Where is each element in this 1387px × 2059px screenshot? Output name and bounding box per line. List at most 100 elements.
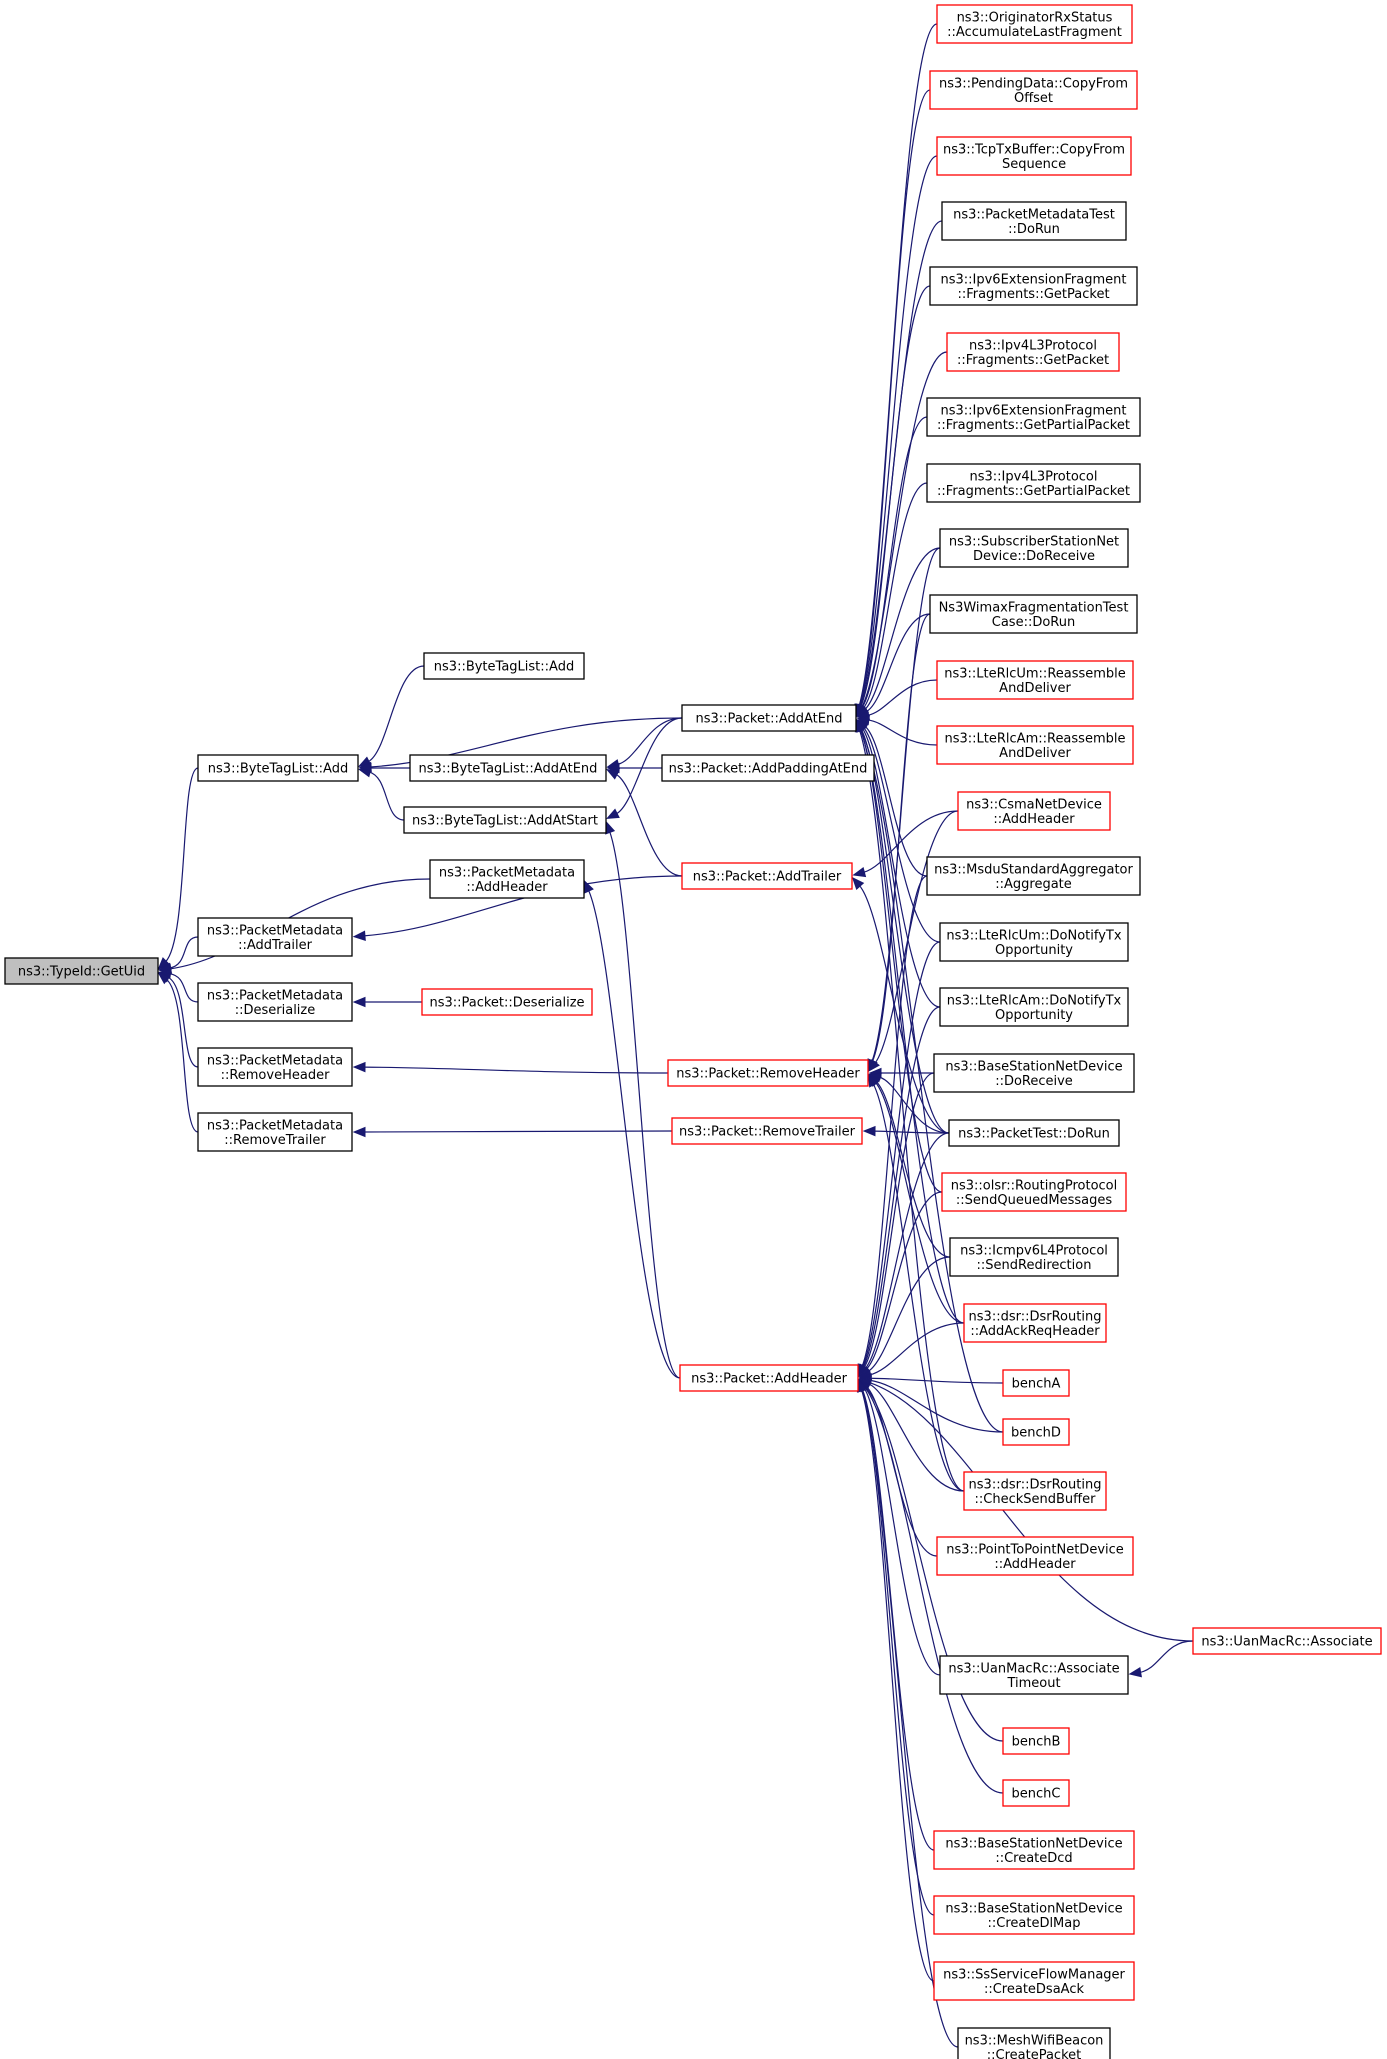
node-p-removeheader[interactable]: ns3::Packet::RemoveHeader	[667, 1059, 869, 1087]
node-c-benchb[interactable]: benchB	[1002, 1727, 1070, 1755]
node-c-p2p[interactable]: ns3::PointToPointNetDevice::AddHeader	[936, 1536, 1134, 1576]
node-c-ipv6frag-get[interactable]: ns3::Ipv6ExtensionFragment::Fragments::G…	[929, 266, 1138, 306]
node-box[interactable]	[429, 859, 585, 899]
node-box[interactable]	[681, 704, 857, 732]
node-box[interactable]	[1002, 1418, 1070, 1446]
node-pm-removeheader[interactable]: ns3::PacketMetadata::RemoveHeader	[197, 1047, 353, 1087]
node-box[interactable]	[197, 1047, 353, 1087]
node-c-dsr-check[interactable]: ns3::dsr::DsrRouting::CheckSendBuffer	[963, 1471, 1107, 1511]
node-box[interactable]	[1002, 1779, 1070, 1807]
node-box[interactable]	[929, 70, 1138, 110]
node-box[interactable]	[933, 1961, 1135, 2001]
node-p-addtrailer[interactable]: ns3::Packet::AddTrailer	[681, 862, 853, 890]
node-box[interactable]	[681, 862, 853, 890]
node-box[interactable]	[939, 922, 1129, 962]
node-box[interactable]	[948, 1119, 1120, 1147]
node-c-ipv4frag-partial[interactable]: ns3::Ipv4L3Protocol::Fragments::GetParti…	[926, 463, 1141, 503]
node-c-bs-dcd[interactable]: ns3::BaseStationNetDevice::CreateDcd	[933, 1830, 1135, 1870]
node-box[interactable]	[949, 1237, 1119, 1277]
node-pm-removetrailer[interactable]: ns3::PacketMetadata::RemoveTrailer	[197, 1112, 353, 1152]
node-c-olsr[interactable]: ns3::olsr::RoutingProtocol::SendQueuedMe…	[941, 1172, 1127, 1212]
node-c-icmpv6[interactable]: ns3::Icmpv6L4Protocol::SendRedirection	[949, 1237, 1119, 1277]
node-c-ssnd[interactable]: ns3::SubscriberStationNetDevice::DoRecei…	[939, 528, 1129, 568]
node-box[interactable]	[679, 1364, 859, 1392]
node-c-dsr-ack[interactable]: ns3::dsr::DsrRouting::AddAckReqHeader	[963, 1303, 1107, 1343]
node-box[interactable]	[933, 1830, 1135, 1870]
node-c-packettest[interactable]: ns3::PacketTest::DoRun	[948, 1119, 1120, 1147]
node-box[interactable]	[957, 791, 1111, 831]
node-box[interactable]	[933, 1053, 1135, 1093]
node-btl-addatend[interactable]: ns3::ByteTagList::AddAtEnd	[409, 754, 607, 782]
node-box[interactable]	[421, 988, 593, 1016]
node-p-addpaddingatend[interactable]: ns3::Packet::AddPaddingAtEnd	[661, 754, 875, 782]
node-box[interactable]	[946, 332, 1120, 372]
node-c-bs-dlmap[interactable]: ns3::BaseStationNetDevice::CreateDlMap	[933, 1895, 1135, 1935]
node-box[interactable]	[963, 1471, 1107, 1511]
node-box[interactable]	[936, 660, 1134, 700]
node-c-ssflow[interactable]: ns3::SsServiceFlowManager::CreateDsaAck	[933, 1961, 1135, 2001]
node-p-removetrailer[interactable]: ns3::Packet::RemoveTrailer	[671, 1117, 863, 1145]
node-box[interactable]	[936, 725, 1134, 765]
node-box[interactable]	[197, 982, 353, 1022]
node-box[interactable]	[957, 2027, 1111, 2059]
node-box[interactable]	[403, 806, 607, 834]
node-box[interactable]	[939, 987, 1129, 1027]
node-box[interactable]	[941, 1172, 1127, 1212]
node-c-origrx[interactable]: ns3::OriginatorRxStatus::AccumulateLastF…	[936, 4, 1133, 44]
node-c-csma[interactable]: ns3::CsmaNetDevice::AddHeader	[957, 791, 1111, 831]
node-c-pmtest[interactable]: ns3::PacketMetadataTest::DoRun	[941, 201, 1127, 241]
node-box[interactable]	[926, 397, 1141, 437]
node-box[interactable]	[929, 266, 1138, 306]
node-box[interactable]	[926, 463, 1141, 503]
node-box[interactable]	[661, 754, 875, 782]
node-c-benchd[interactable]: benchD	[1002, 1418, 1070, 1446]
node-c-bsnd[interactable]: ns3::BaseStationNetDevice::DoReceive	[933, 1053, 1135, 1093]
node-box[interactable]	[963, 1303, 1107, 1343]
node-box[interactable]	[926, 856, 1141, 896]
node-c-benchc[interactable]: benchC	[1002, 1779, 1070, 1807]
node-c-meshbeacon[interactable]: ns3::MeshWifiBeacon::CreatePacket	[957, 2027, 1111, 2059]
node-btl-addatstart[interactable]: ns3::ByteTagList::AddAtStart	[403, 806, 607, 834]
node-box[interactable]	[1192, 1627, 1382, 1655]
node-box[interactable]	[671, 1117, 863, 1145]
node-box[interactable]	[929, 594, 1138, 634]
node-pm-deserialize[interactable]: ns3::PacketMetadata::Deserialize	[197, 982, 353, 1022]
node-box[interactable]	[941, 201, 1127, 241]
node-pm-addtrailer[interactable]: ns3::PacketMetadata::AddTrailer	[197, 917, 353, 957]
node-box[interactable]	[667, 1059, 869, 1087]
node-btl-add[interactable]: ns3::ByteTagList::Add	[197, 754, 359, 782]
node-c-bencha[interactable]: benchA	[1002, 1369, 1070, 1397]
node-box[interactable]	[197, 917, 353, 957]
node-c-uan-assoc[interactable]: ns3::UanMacRc::Associate	[1192, 1627, 1382, 1655]
node-box[interactable]	[933, 1895, 1135, 1935]
node-p-addheader[interactable]: ns3::Packet::AddHeader	[679, 1364, 859, 1392]
node-box[interactable]	[4, 957, 159, 985]
node-box[interactable]	[939, 528, 1129, 568]
node-box[interactable]	[1002, 1369, 1070, 1397]
node-box[interactable]	[197, 754, 359, 782]
node-box[interactable]	[936, 1536, 1134, 1576]
node-box[interactable]	[197, 1112, 353, 1152]
node-btl-add2[interactable]: ns3::ByteTagList::Add	[423, 652, 585, 680]
node-box[interactable]	[936, 4, 1133, 44]
node-c-ipv6frag-partial[interactable]: ns3::Ipv6ExtensionFragment::Fragments::G…	[926, 397, 1141, 437]
node-p-addatend[interactable]: ns3::Packet::AddAtEnd	[681, 704, 857, 732]
node-box[interactable]	[423, 652, 585, 680]
node-pm-addheader[interactable]: ns3::PacketMetadata::AddHeader	[429, 859, 585, 899]
node-c-msdu[interactable]: ns3::MsduStandardAggregator::Aggregate	[926, 856, 1141, 896]
node-box[interactable]	[1002, 1727, 1070, 1755]
node-p-deserialize[interactable]: ns3::Packet::Deserialize	[421, 988, 593, 1016]
node-c-ipv4frag-get[interactable]: ns3::Ipv4L3Protocol::Fragments::GetPacke…	[946, 332, 1120, 372]
node-getuid[interactable]: ns3::TypeId::GetUid	[4, 957, 159, 985]
node-box[interactable]	[939, 1655, 1129, 1695]
node-box[interactable]	[409, 754, 607, 782]
node-box[interactable]	[936, 136, 1132, 176]
